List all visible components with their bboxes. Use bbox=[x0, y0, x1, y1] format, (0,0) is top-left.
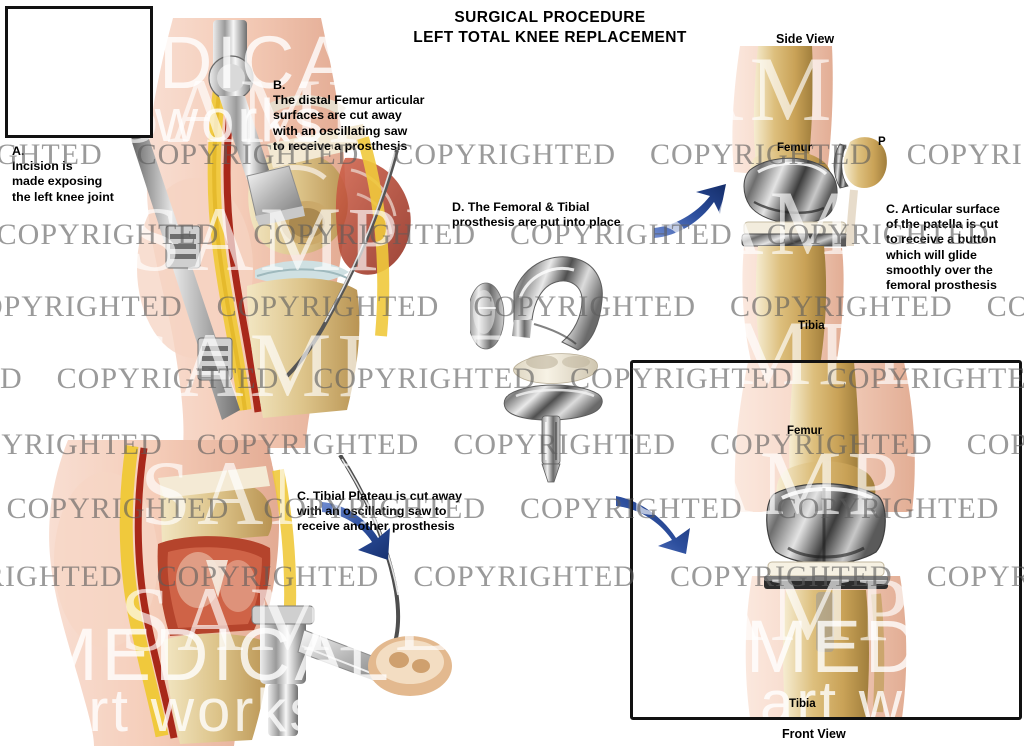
arrow-front-view bbox=[616, 496, 690, 554]
figure-tibial-plateau-cut bbox=[49, 440, 297, 746]
caption-c-patella-line: to receive a button bbox=[886, 232, 997, 247]
caption-c-tibial-line: with an oscillating saw to bbox=[297, 504, 447, 519]
label-femur-front: Femur bbox=[787, 425, 823, 437]
caption-c-patella-line: femoral prosthesis bbox=[886, 278, 997, 293]
label-tibia-side: Tibia bbox=[798, 320, 825, 332]
caption-b-distal-femur: B. The distal Femur articular surfaces a… bbox=[273, 78, 424, 154]
caption-b-line: B. bbox=[273, 78, 286, 92]
arrow-upper-right bbox=[654, 184, 726, 238]
caption-a-line: the left knee joint bbox=[12, 189, 114, 204]
caption-d-line: D. The Femoral & Tibial bbox=[452, 200, 590, 214]
retractor-hook-lower bbox=[338, 455, 401, 652]
caption-b-line: surfaces are cut away bbox=[273, 108, 402, 123]
label-side-view: Side View bbox=[776, 32, 835, 46]
caption-c-patella-line: which will glide bbox=[886, 247, 977, 262]
caption-c-tibial-plateau: C. Tibial Plateau is cut away with an os… bbox=[297, 489, 462, 535]
caption-c-patella-line: of the patella is cut bbox=[886, 217, 999, 232]
caption-d-prosthesis-placed: D. The Femoral & Tibial prosthesis are p… bbox=[452, 200, 621, 230]
resected-bone-fragment bbox=[368, 636, 452, 696]
caption-c-patella-line: smoothly over the bbox=[886, 262, 993, 277]
caption-a-line: made exposing bbox=[12, 174, 103, 189]
caption-b-line: to receive a prosthesis bbox=[273, 138, 408, 153]
title-line-1: SURGICAL PROCEDURE bbox=[454, 9, 646, 26]
inset-panel-a-border bbox=[5, 6, 153, 138]
caption-c-patella: C. Articular surface of the patella is c… bbox=[886, 202, 1000, 293]
watermark-copyright-text: COPYRIGHTED bbox=[413, 560, 637, 593]
caption-b-line: with an oscillating saw bbox=[273, 123, 408, 138]
title-line-2: LEFT TOTAL KNEE REPLACEMENT bbox=[413, 29, 687, 46]
label-femur-side: Femur bbox=[777, 142, 813, 154]
retractor-hook-upper bbox=[285, 150, 399, 378]
page-title: SURGICAL PROCEDURE LEFT TOTAL KNEE REPLA… bbox=[360, 8, 740, 48]
watermark-copyright-text: COPYRIGHTED bbox=[393, 138, 617, 171]
watermark-copyright-text: COPYRIGHTED bbox=[0, 362, 23, 395]
caption-c-patella-line: C. Articular surface bbox=[886, 202, 1000, 216]
label-front-view: Front View bbox=[782, 727, 846, 741]
figure-side-view-implanted bbox=[732, 46, 887, 366]
front-view-panel-border bbox=[630, 360, 1022, 720]
caption-a-line: A. bbox=[12, 144, 25, 158]
caption-a-line: Incision is bbox=[12, 159, 73, 174]
figure-front-view-implanted bbox=[734, 362, 915, 718]
label-patella-side: P bbox=[878, 136, 886, 148]
arrow-lower-left bbox=[322, 502, 390, 560]
caption-d-line: prosthesis are put into place bbox=[452, 215, 621, 230]
caption-c-tibial-line: C. Tibial Plateau is cut away bbox=[297, 489, 463, 503]
surgical-retractor-upper bbox=[128, 130, 240, 420]
caption-b-line: The distal Femur articular bbox=[273, 93, 425, 108]
oscillating-saw-femur bbox=[208, 20, 305, 226]
watermark-copyright-text: COPYRIGHTED bbox=[986, 290, 1024, 323]
figure-prosthesis-components bbox=[470, 256, 603, 483]
caption-c-tibial-line: receive another prosthesis bbox=[297, 519, 455, 534]
label-tibia-front: Tibia bbox=[789, 698, 816, 710]
caption-a-incision: A. Incision is made exposing the left kn… bbox=[12, 144, 114, 205]
